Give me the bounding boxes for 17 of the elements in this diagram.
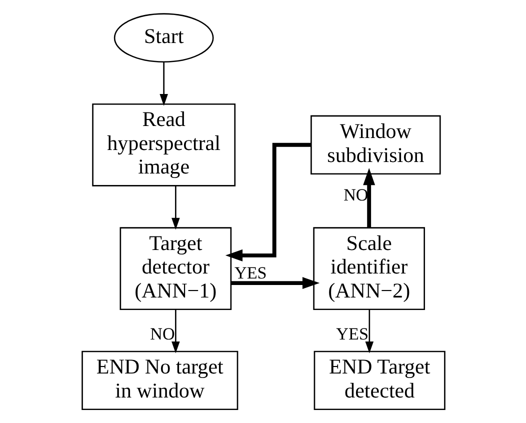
node-box: Window subdivision [310,115,440,174]
edge-label: YES [336,324,368,344]
arrow [224,142,310,262]
arrow [159,62,168,106]
arrow [171,310,180,354]
arrow [171,186,180,230]
node-box: END No target in window [81,350,238,410]
node-box: Read hyperspectral image [92,103,236,186]
node-box: END Target detected [313,350,445,410]
edge-label: NO [150,324,174,344]
arrow [364,310,374,354]
arrow [362,168,375,228]
node-box: Scale identifier (ANN−2) [312,227,424,310]
node-box: Target detector (ANN−1) [119,227,232,310]
node-ellipse: Start [113,13,214,63]
arrow [230,277,320,290]
edge-label: YES [234,263,266,282]
